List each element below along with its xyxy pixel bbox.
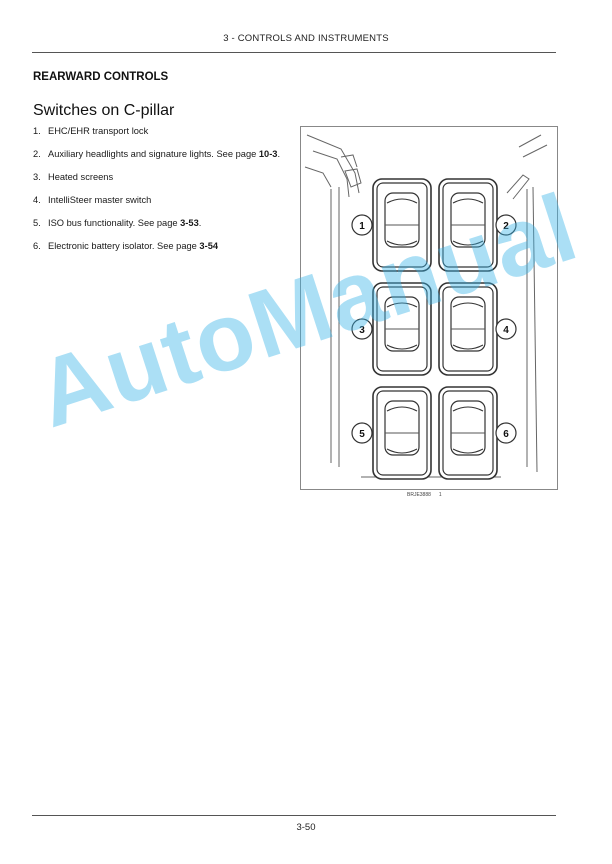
item-number: 2. [33,149,41,159]
callout-label: 3 [359,325,365,336]
item-number: 4. [33,195,41,205]
list-item: 5. ISO bus functionality. See page 3-53. [33,217,289,229]
switch-3 [372,282,432,376]
figure-code: BRJE3888 [407,492,431,498]
callout-4: 4 [495,318,517,340]
page-reference-link[interactable]: 10-3 [258,149,278,159]
page-number: 3-50 [296,822,316,833]
item-text: IntelliSteer master switch [48,194,289,206]
item-text: EHC/EHR transport lock [48,125,289,137]
list-item: 4. IntelliSteer master switch [33,194,289,206]
switch-1 [372,178,432,272]
item-text: Auxiliary headlights and signature light… [48,148,289,160]
callout-label: 1 [359,221,365,232]
page-reference-link[interactable]: 3-54 [199,241,219,251]
footer-rule [32,815,556,816]
item-text: Electronic battery isolator. See page 3-… [48,240,289,252]
callout-2: 2 [495,214,517,236]
running-header: 3 - CONTROLS AND INSTRUMENTS [223,33,389,44]
item-text: ISO bus functionality. See page 3-53. [48,217,289,229]
item-label: EHC/EHR transport lock [48,126,149,136]
switch-6 [438,386,498,480]
switch-panel-illustration: 1 2 3 4 5 6 [304,134,548,480]
callout-3: 3 [351,318,373,340]
switch-list: 1. EHC/EHR transport lock 2. Auxiliary h… [33,125,289,263]
item-text: Heated screens [48,171,289,183]
item-suffix: . [198,218,202,228]
list-item: 1. EHC/EHR transport lock [33,125,289,137]
callout-label: 4 [503,325,509,336]
item-label: Electronic battery isolator. See page [48,241,200,251]
item-number: 1. [33,126,41,136]
figure-number: 1 [438,492,442,498]
callout-5: 5 [351,422,373,444]
item-number: 3. [33,172,41,182]
item-label: IntelliSteer master switch [48,195,152,205]
switch-grid [372,178,498,480]
switch-5 [372,386,432,480]
item-label: Auxiliary headlights and signature light… [48,149,259,159]
switch-panel-figure: 1 2 3 4 5 6 [300,126,558,490]
list-item: 3. Heated screens [33,171,289,183]
list-item: 6. Electronic battery isolator. See page… [33,240,289,252]
switch-4 [438,282,498,376]
item-number: 5. [33,218,41,228]
figure-caption: BRJE3888 1 [407,492,442,498]
switch-2 [438,178,498,272]
callout-label: 5 [359,429,365,440]
item-number: 6. [33,241,41,251]
item-label: Heated screens [48,172,114,182]
list-item: 2. Auxiliary headlights and signature li… [33,148,289,160]
callout-6: 6 [495,422,517,444]
callout-1: 1 [351,214,373,236]
page-reference-link[interactable]: 3-53 [180,218,199,228]
section-heading: REARWARD CONTROLS [33,71,169,83]
callout-label: 2 [503,221,509,232]
item-suffix: . [277,149,281,159]
subsection-title: Switches on C-pillar [33,102,175,119]
callout-label: 6 [503,429,509,440]
item-label: ISO bus functionality. See page [48,218,181,228]
header-rule [32,52,556,53]
